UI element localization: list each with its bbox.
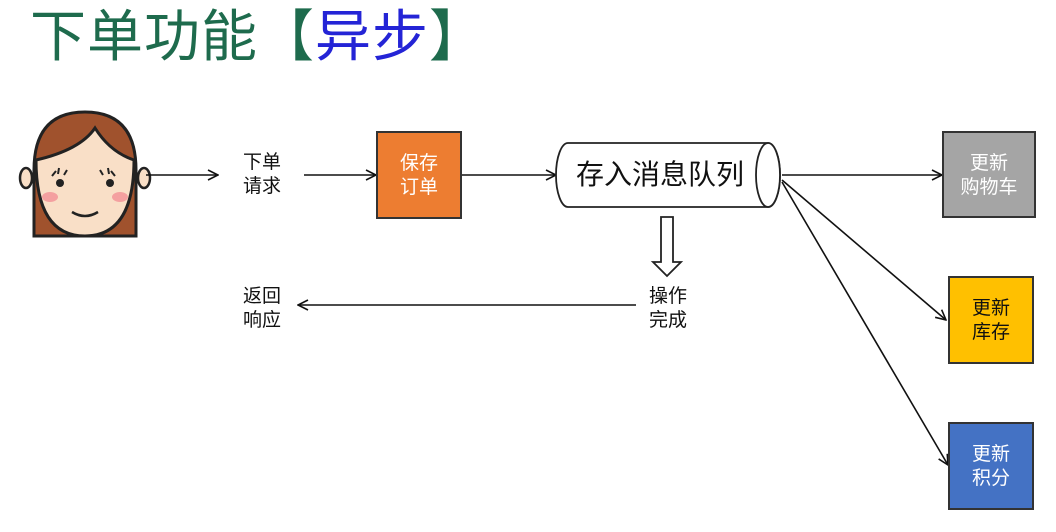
user-avatar-icon — [18, 110, 152, 238]
arrow-queue-to-points — [781, 181, 948, 465]
label-line: 操作 — [648, 285, 687, 307]
box-line: 库存 — [971, 321, 1010, 343]
label-return-response: 返回 响应 — [234, 284, 290, 332]
queue-label: 存入消息队列 — [575, 158, 744, 191]
down-hollow-arrow — [650, 216, 684, 278]
box-line: 购物车 — [960, 175, 1018, 198]
box-update-points: 更新 积分 — [948, 422, 1034, 510]
title-main: 下单功能【 — [30, 5, 315, 70]
label-line: 返回 — [242, 285, 281, 307]
label-operation-done: 操作 完成 — [640, 284, 696, 332]
box-update-stock: 更新 库存 — [948, 276, 1034, 364]
label-line: 完成 — [648, 309, 687, 331]
box-line: 更新 — [969, 151, 1008, 174]
label-line: 请求 — [242, 175, 281, 197]
box-line: 更新 — [971, 443, 1010, 465]
page-title: 下单功能【异步】 — [30, 2, 486, 74]
title-highlight: 异步 — [315, 5, 429, 70]
label-order-request: 下单 请求 — [234, 150, 290, 198]
arrow-queue-to-stock — [781, 179, 946, 320]
title-close: 】 — [429, 5, 486, 70]
label-line: 响应 — [242, 309, 281, 331]
label-line: 下单 — [242, 151, 281, 173]
message-queue-cylinder — [555, 142, 781, 208]
box-save-order: 保存 订单 — [376, 131, 462, 219]
box-line: 订单 — [399, 176, 438, 198]
box-update-cart: 更新 购物车 — [942, 131, 1036, 218]
box-line: 保存 — [399, 152, 438, 174]
box-line: 更新 — [971, 297, 1010, 319]
box-line: 积分 — [971, 467, 1010, 489]
